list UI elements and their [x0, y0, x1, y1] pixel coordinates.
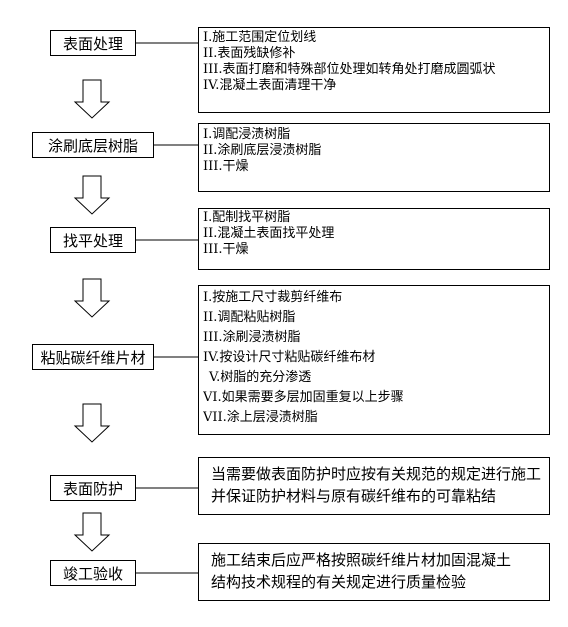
step-primer-resin: 涂刷底层树脂: [32, 132, 154, 158]
step-details-completion-acceptance: 施工结束后应严格按照碳纤维片材加固混凝土 结构技术规程的有关规定进行质量检验: [198, 543, 550, 601]
down-arrow-icon: [73, 403, 111, 443]
detail-line: I.配制找平树脂: [203, 210, 291, 225]
step-details-bond-cfrp-sheet: I.按施工尺寸裁剪纤维布 II.调配粘贴树脂 III.涂刷浸渍树脂 IV.按设计…: [198, 285, 550, 435]
detail-line: 施工结束后应严格按照碳纤维片材加固混凝土: [211, 551, 512, 569]
step-label: 表面防护: [62, 479, 123, 498]
detail-line: VI.如果需要多层加固重复以上步骤: [203, 390, 404, 405]
detail-line: IV.按设计尺寸粘贴碳纤维布材: [203, 350, 376, 365]
detail-line: II.混凝土表面找平处理: [203, 226, 335, 241]
down-arrow-icon: [73, 175, 111, 215]
detail-line: III.涂刷浸渍树脂: [203, 330, 301, 345]
step-label: 表面处理: [62, 34, 123, 53]
detail-line: I.按施工尺寸裁剪纤维布: [203, 290, 343, 305]
step-leveling: 找平处理: [50, 227, 136, 253]
detail-line: 当需要做表面防护时应按有关规范的规定进行施工: [211, 465, 542, 483]
detail-line: II.表面残缺修补: [203, 46, 296, 61]
down-arrow-icon: [73, 79, 111, 119]
step-label: 找平处理: [62, 231, 123, 250]
step-surface-protection: 表面防护: [50, 475, 136, 501]
detail-line: V.树脂的充分渗透: [209, 370, 312, 385]
detail-line: II.涂刷底层浸渍树脂: [203, 143, 322, 158]
step-label: 涂刷底层树脂: [47, 136, 138, 155]
step-details-leveling: I.配制找平树脂 II.混凝土表面找平处理 III.干燥: [198, 208, 550, 270]
detail-line: 并保证防护材料与原有碳纤维布的可靠粘结: [211, 487, 497, 505]
detail-line: II.调配粘贴树脂: [203, 310, 296, 325]
detail-line: VII.涂上层浸渍树脂: [203, 410, 318, 425]
step-details-surface-treatment: I.施工范围定位划线 II.表面残缺修补 III.表面打磨和特殊部位处理如转角处…: [198, 27, 550, 113]
detail-line: 结构技术规程的有关规定进行质量检验: [211, 573, 467, 591]
step-details-primer-resin: I.调配浸渍树脂 II.涂刷底层浸渍树脂 III.干燥: [198, 123, 550, 192]
step-completion-acceptance: 竣工验收: [50, 560, 136, 586]
detail-line: III.表面打磨和特殊部位处理如转角处打磨成圆弧状: [203, 62, 496, 77]
step-details-surface-protection: 当需要做表面防护时应按有关规范的规定进行施工 并保证防护材料与原有碳纤维布的可靠…: [198, 457, 550, 515]
step-bond-cfrp-sheet: 粘贴碳纤维片材: [32, 344, 154, 370]
step-surface-treatment: 表面处理: [50, 30, 136, 56]
detail-line: III.干燥: [203, 242, 249, 257]
detail-line: I.调配浸渍树脂: [203, 127, 291, 142]
down-arrow-icon: [73, 278, 111, 318]
detail-line: IV.混凝土表面清理干净: [203, 78, 337, 93]
step-label: 粘贴碳纤维片材: [40, 348, 146, 367]
detail-line: I.施工范围定位划线: [203, 30, 317, 45]
step-label: 竣工验收: [62, 564, 123, 583]
detail-line: III.干燥: [203, 159, 249, 174]
down-arrow-icon: [73, 512, 111, 552]
